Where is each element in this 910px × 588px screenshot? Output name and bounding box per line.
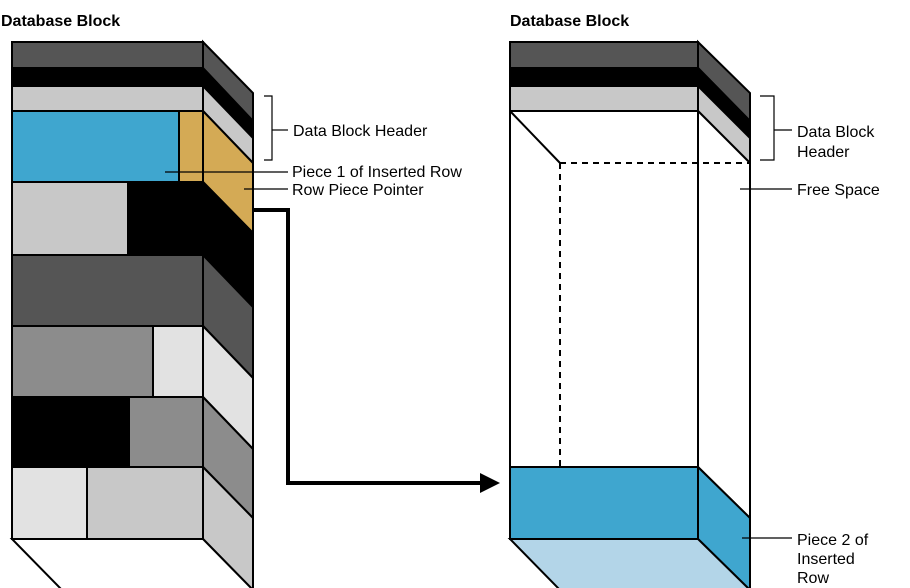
left-row-2-b (127, 181, 204, 256)
left-header-black-row (11, 67, 204, 87)
row-piece-pointer-arrow (254, 208, 500, 493)
left-row-4-a (11, 325, 154, 398)
left-header-label: Data Block Header (293, 123, 428, 140)
right-database-block (507, 39, 751, 588)
right-header-label-line-1: Data Block (797, 124, 875, 141)
right-block-bottom (507, 538, 750, 588)
right-header-light-row (509, 85, 699, 112)
right-annotations (740, 95, 792, 539)
row-piece-pointer-front (178, 110, 204, 183)
free-space-side (697, 108, 751, 521)
left-header-dark-row (11, 41, 204, 69)
free-space-label: Free Space (797, 182, 880, 199)
left-row-2-a (11, 181, 129, 256)
left-block-bottom (9, 538, 253, 588)
right-block-title: Database Block (510, 13, 629, 30)
piece-2-inserted-row-side (697, 464, 751, 588)
right-header-bracket (760, 95, 775, 161)
pointer-label: Row Piece Pointer (292, 182, 424, 199)
pointer-arrowhead (480, 473, 500, 493)
left-row-5-a (11, 396, 130, 468)
left-row-6-a (11, 466, 88, 540)
left-row-6-b (86, 466, 204, 540)
piece-1-label: Piece 1 of Inserted Row (292, 164, 462, 181)
left-header-light-row (11, 85, 204, 112)
right-header-dark-row (509, 41, 699, 69)
right-header-label-line-2: Header (797, 144, 850, 161)
pointer-arrow-line (254, 208, 482, 485)
piece-2-label-line-3: Row (797, 570, 829, 587)
left-header-bracket (264, 95, 273, 161)
piece-2-inserted-row (509, 466, 699, 540)
left-row-5-b (128, 396, 204, 468)
left-database-block (9, 39, 254, 588)
left-block-title: Database Block (1, 13, 120, 30)
right-header-black-row (509, 67, 699, 87)
piece-1-inserted-row (11, 110, 180, 183)
left-row-4-b (152, 325, 204, 398)
free-space-front (509, 110, 699, 468)
left-row-6-side (202, 464, 254, 588)
left-row-3 (11, 254, 204, 327)
piece-2-label-line-2: Inserted (797, 551, 855, 568)
left-annotations (165, 95, 288, 190)
piece-2-label-line-1: Piece 2 of (797, 532, 869, 549)
free-space-inner-diagonal (509, 110, 561, 164)
